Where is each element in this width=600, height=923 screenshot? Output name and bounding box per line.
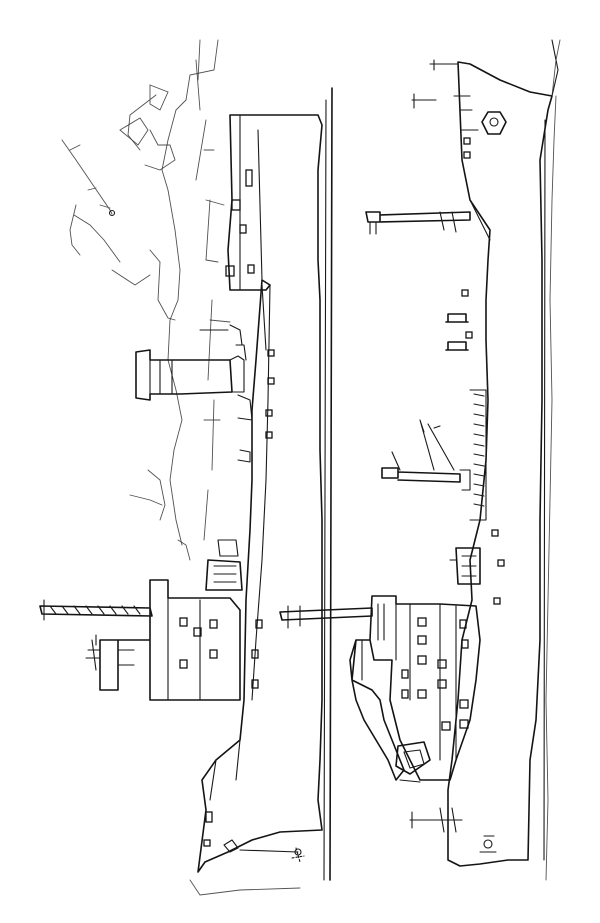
upper-bridge xyxy=(99,579,241,701)
lower-derrick xyxy=(381,467,461,483)
upper-anchor xyxy=(223,839,299,853)
lower-bow-fitting xyxy=(481,111,507,135)
waterline-edge xyxy=(189,39,561,896)
lower-superstructure xyxy=(349,595,481,781)
lower-ship-hull xyxy=(447,61,553,867)
upper-crane xyxy=(39,605,153,617)
upper-ship-hull xyxy=(197,114,323,873)
upper-ship xyxy=(39,114,323,873)
quay xyxy=(279,87,373,881)
lower-ship xyxy=(349,39,559,867)
background-ships xyxy=(61,39,231,561)
lower-kingpost xyxy=(365,211,471,223)
